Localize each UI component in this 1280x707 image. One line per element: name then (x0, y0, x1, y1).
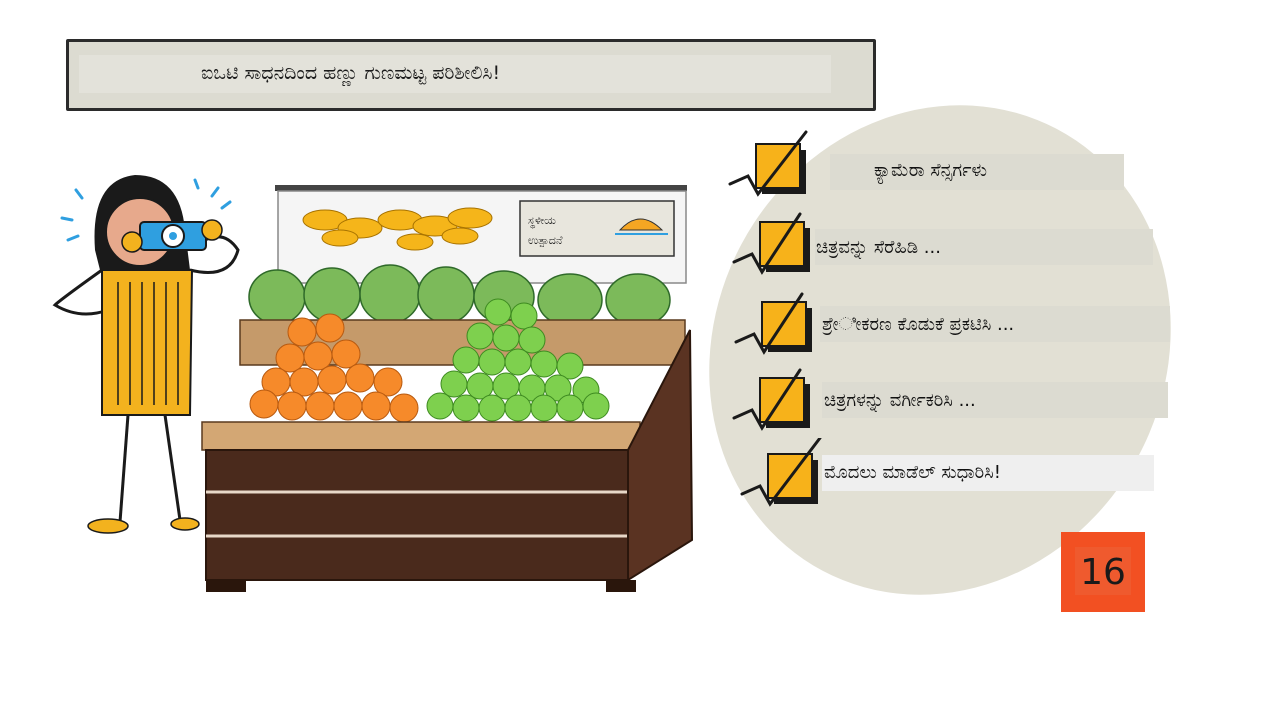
check-icon (732, 212, 810, 275)
check-icon (740, 436, 822, 507)
page-number-badge: 16 (1061, 532, 1145, 612)
page-number-badge-inner (1075, 547, 1131, 595)
checklist-item-3-label: ಶ್ರೇ​ೀಕರಣ ಕೊಡುಕೆ ಪ್ರಕಟಿಸಿ ... (822, 314, 1015, 335)
fruit-stall: ಸ್ಥಳೀಯ ಉತ್ಪಾದನೆ (201, 185, 694, 592)
checklist-item-5-label: ಮೊದಲು ಮಾಡೆಲ್ ಸುಧಾರಿಸಿ! (824, 462, 1001, 483)
check-icon (728, 130, 808, 197)
checklist-item-4-label: ಚಿತ್ರಗಳನ್ನು ವರ್ಗೀಕರಿಸಿ ... (824, 390, 976, 411)
checklist-item-2-label: ಚಿತ್ರವನ್ನು ಸೆರೆಹಿಡಿ ... (816, 237, 941, 258)
check-icon (734, 292, 812, 355)
background-oval (623, 23, 1257, 677)
checklist-item-1-label: ಕ್ಯಾಮೆರಾ ಸೆನ್ಸರ್ಗಳು (874, 160, 987, 181)
local-produce-sign-line1: ಸ್ಥಳೀಯ (528, 214, 556, 229)
checklist-item-4-checkbox[interactable] (730, 362, 814, 432)
page-number: 16 (1080, 552, 1126, 593)
checklist-item-5-checkbox[interactable] (738, 436, 822, 508)
local-produce-sign-line2: ಉತ್ಪಾದನೆ (528, 234, 563, 247)
title-banner-inner (79, 55, 831, 93)
checklist-item-1 (830, 154, 1124, 190)
checklist-item-3 (820, 306, 1170, 342)
checklist-item-3-checkbox[interactable] (732, 286, 816, 356)
sun-icon (618, 218, 664, 231)
checklist-item-2 (815, 229, 1153, 265)
check-icon (732, 368, 810, 431)
title-banner: ಐಒಟಿ ಸಾಧನದಿಂದ ಹಣ್ಣು ಗುಣಮಟ್ಟ ಪರಿಶೀಲಿಸಿ! (66, 39, 876, 111)
checklist-item-5 (822, 455, 1154, 491)
page-title: ಐಒಟಿ ಸಾಧನದಿಂದ ಹಣ್ಣು ಗುಣಮಟ್ಟ ಪರಿಶೀಲಿಸಿ! (201, 62, 501, 84)
fruit-stall-illustration: ಸ್ಥಳೀಯ ಉತ್ಪಾದನೆ (52, 175, 694, 592)
checklist-item-1-checkbox[interactable] (726, 128, 810, 198)
checklist-item-4 (822, 382, 1168, 418)
checklist-item-2-checkbox[interactable] (730, 206, 814, 276)
person-figure (52, 175, 240, 534)
